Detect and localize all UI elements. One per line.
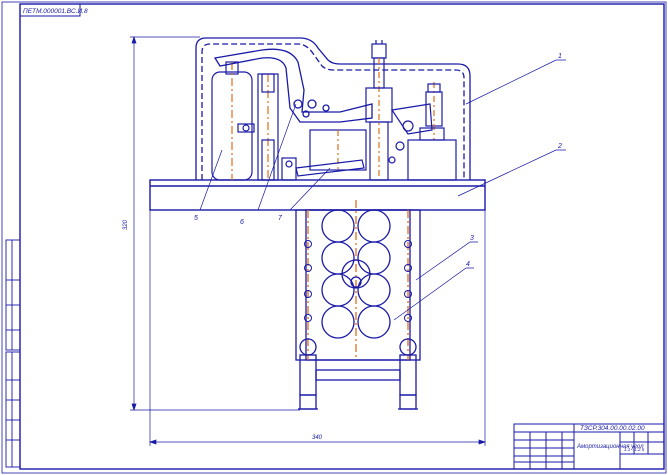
housing-cover bbox=[195, 37, 471, 180]
callout-7: 7 bbox=[278, 215, 283, 222]
bolt-hole bbox=[304, 240, 312, 248]
inner-border bbox=[19, 3, 665, 470]
roller-circle bbox=[321, 305, 355, 339]
adjusting-screw bbox=[365, 40, 393, 181]
title-block-code: ТЗСР.304.00.00.02.00 bbox=[580, 425, 645, 432]
bolt-hole bbox=[304, 264, 312, 272]
roller-hub bbox=[350, 276, 362, 288]
bolt-hole bbox=[404, 240, 412, 248]
dimension-width bbox=[148, 190, 487, 446]
roller-circle bbox=[357, 273, 391, 307]
left-side-strip bbox=[5, 239, 21, 468]
callout-6: 6 bbox=[240, 219, 244, 226]
right-mechanism bbox=[388, 82, 457, 181]
leader-lines bbox=[194, 59, 566, 321]
callout-4: 4 bbox=[466, 261, 470, 268]
center-column bbox=[257, 73, 279, 181]
roller-circle bbox=[357, 305, 391, 339]
corner-code-box: ПЕТМ.000001.ВС.И.8 bbox=[19, 3, 88, 17]
dimension-width-label: 340 bbox=[312, 435, 323, 441]
callout-1: 1 bbox=[558, 53, 562, 60]
callout-2: 2 bbox=[557, 143, 562, 150]
bolt-hole bbox=[404, 314, 412, 322]
mounting-holes bbox=[304, 240, 412, 322]
dimension-height bbox=[130, 35, 300, 412]
corner-code: ПЕТМ.000001.ВС.И.8 bbox=[23, 8, 88, 15]
bolt-hole bbox=[404, 264, 412, 272]
title-block-name: Амортизационная угол bbox=[576, 444, 644, 450]
callout-3: 3 bbox=[470, 235, 474, 242]
bolt-hole bbox=[304, 314, 312, 322]
bolt-hole bbox=[404, 290, 412, 298]
roller-circle bbox=[321, 273, 355, 307]
bolt-hole bbox=[304, 290, 312, 298]
support-legs bbox=[298, 338, 418, 410]
lower-body bbox=[295, 200, 421, 361]
clamp-block bbox=[281, 129, 367, 181]
roller-stack bbox=[321, 209, 391, 339]
title-block-scale: 1:1 - 1:2.5 bbox=[624, 447, 645, 452]
callout-5: 5 bbox=[194, 215, 198, 222]
dimension-height-label: 320 bbox=[123, 219, 129, 230]
roller-circle bbox=[321, 241, 355, 275]
roller-circle bbox=[357, 241, 391, 275]
base-plate bbox=[149, 179, 486, 211]
roller-circle bbox=[357, 209, 391, 243]
callout-labels: 1 2 3 4 5 6 7 bbox=[194, 53, 562, 268]
center-roller bbox=[341, 259, 371, 289]
title-block bbox=[513, 423, 665, 470]
roller-circle bbox=[321, 209, 355, 243]
lever-arm bbox=[213, 48, 373, 123]
left-cylinder bbox=[211, 61, 255, 181]
